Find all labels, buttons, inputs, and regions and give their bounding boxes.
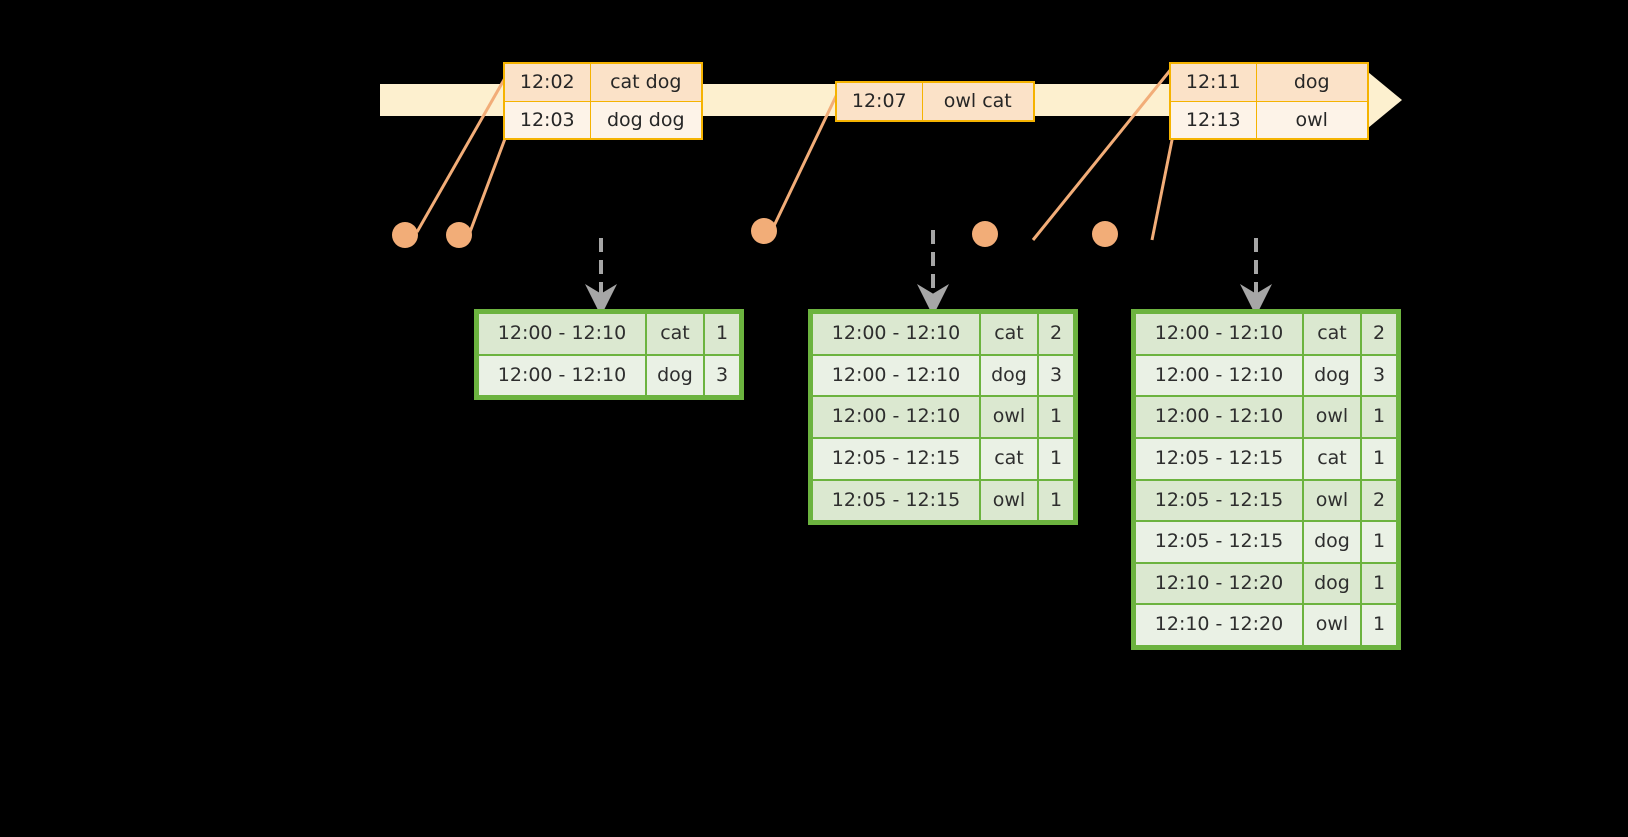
window-cell: 12:10 - 12:20 xyxy=(1136,563,1302,604)
table-row: 12:05 - 12:15 owl 2 xyxy=(1136,480,1396,521)
connector-dot-4 xyxy=(972,221,998,247)
count-cell: 2 xyxy=(1039,314,1073,354)
event-words: cat dog xyxy=(589,62,703,102)
event-row: 12:11 dog xyxy=(1169,62,1369,102)
connector-dot-2 xyxy=(446,222,472,248)
count-cell: 3 xyxy=(1362,355,1396,396)
event-group-2: 12:07 owl cat xyxy=(835,81,1035,122)
word-cell: owl xyxy=(981,480,1037,521)
count-cell: 1 xyxy=(1362,605,1396,646)
word-cell: owl xyxy=(1304,605,1360,646)
window-cell: 12:00 - 12:10 xyxy=(479,355,645,396)
word-cell: owl xyxy=(981,397,1037,437)
result-table-2: 12:00 - 12:10 cat 2 12:00 - 12:10 dog 3 … xyxy=(808,309,1078,526)
window-cell: 12:05 - 12:15 xyxy=(1136,480,1302,521)
table-row: 12:05 - 12:15 dog 1 xyxy=(1136,522,1396,562)
word-cell: dog xyxy=(647,355,703,396)
count-cell: 1 xyxy=(1362,522,1396,562)
event-row: 12:02 cat dog xyxy=(503,62,703,102)
table-row: 12:10 - 12:20 owl 1 xyxy=(1136,605,1396,646)
count-cell: 1 xyxy=(1362,563,1396,604)
window-cell: 12:00 - 12:10 xyxy=(813,397,979,437)
connector-dot-1 xyxy=(392,222,418,248)
count-cell: 2 xyxy=(1362,480,1396,521)
table-row: 12:00 - 12:10 cat 2 xyxy=(813,314,1073,354)
window-cell: 12:00 - 12:10 xyxy=(1136,397,1302,437)
table-row: 12:00 - 12:10 dog 3 xyxy=(1136,355,1396,396)
event-words: owl xyxy=(1255,100,1369,140)
count-cell: 1 xyxy=(1362,438,1396,479)
window-cell: 12:00 - 12:10 xyxy=(1136,355,1302,396)
count-cell: 2 xyxy=(1362,314,1396,354)
count-cell: 1 xyxy=(1362,397,1396,437)
table-row: 12:00 - 12:10 owl 1 xyxy=(1136,397,1396,437)
event-time: 12:11 xyxy=(1169,62,1257,102)
table-row: 12:05 - 12:15 owl 1 xyxy=(813,480,1073,521)
count-cell: 1 xyxy=(705,314,739,354)
window-cell: 12:05 - 12:15 xyxy=(1136,438,1302,479)
result-table-1: 12:00 - 12:10 cat 1 12:00 - 12:10 dog 3 xyxy=(474,309,744,401)
timeline-arrowhead xyxy=(1368,72,1402,128)
table-row: 12:00 - 12:10 dog 3 xyxy=(813,355,1073,396)
table-row: 12:05 - 12:15 cat 1 xyxy=(1136,438,1396,479)
window-cell: 12:05 - 12:15 xyxy=(813,438,979,479)
window-cell: 12:05 - 12:15 xyxy=(813,480,979,521)
event-row: 12:13 owl xyxy=(1169,100,1369,140)
event-group-3: 12:11 dog 12:13 owl xyxy=(1169,62,1369,141)
count-cell: 1 xyxy=(1039,480,1073,521)
window-cell: 12:10 - 12:20 xyxy=(1136,605,1302,646)
word-cell: dog xyxy=(1304,563,1360,604)
count-cell: 1 xyxy=(1039,397,1073,437)
word-cell: cat xyxy=(1304,314,1360,354)
word-cell: dog xyxy=(1304,355,1360,396)
window-cell: 12:00 - 12:10 xyxy=(1136,314,1302,354)
event-group-1: 12:02 cat dog 12:03 dog dog xyxy=(503,62,703,141)
event-row: 12:07 owl cat xyxy=(835,81,1035,122)
word-cell: cat xyxy=(981,438,1037,479)
event-time: 12:07 xyxy=(835,81,923,122)
word-cell: cat xyxy=(981,314,1037,354)
event-row: 12:03 dog dog xyxy=(503,100,703,140)
count-cell: 3 xyxy=(705,355,739,396)
event-words: dog dog xyxy=(589,100,703,140)
window-cell: 12:05 - 12:15 xyxy=(1136,522,1302,562)
word-cell: dog xyxy=(981,355,1037,396)
table-row: 12:00 - 12:10 cat 2 xyxy=(1136,314,1396,354)
event-time: 12:02 xyxy=(503,62,591,102)
table-row: 12:10 - 12:20 dog 1 xyxy=(1136,563,1396,604)
result-table-3: 12:00 - 12:10 cat 2 12:00 - 12:10 dog 3 … xyxy=(1131,309,1401,651)
event-time: 12:13 xyxy=(1169,100,1257,140)
event-words: owl cat xyxy=(921,81,1035,122)
connector-dot-3 xyxy=(751,218,777,244)
word-cell: dog xyxy=(1304,522,1360,562)
table-row: 12:00 - 12:10 dog 3 xyxy=(479,355,739,396)
window-cell: 12:00 - 12:10 xyxy=(479,314,645,354)
event-words: dog xyxy=(1255,62,1369,102)
window-cell: 12:00 - 12:10 xyxy=(813,314,979,354)
table-row: 12:00 - 12:10 owl 1 xyxy=(813,397,1073,437)
count-cell: 3 xyxy=(1039,355,1073,396)
word-cell: cat xyxy=(1304,438,1360,479)
table-row: 12:00 - 12:10 cat 1 xyxy=(479,314,739,354)
window-cell: 12:00 - 12:10 xyxy=(813,355,979,396)
word-cell: owl xyxy=(1304,480,1360,521)
connector-dot-5 xyxy=(1092,221,1118,247)
word-cell: owl xyxy=(1304,397,1360,437)
word-cell: cat xyxy=(647,314,703,354)
event-time: 12:03 xyxy=(503,100,591,140)
table-row: 12:05 - 12:15 cat 1 xyxy=(813,438,1073,479)
count-cell: 1 xyxy=(1039,438,1073,479)
